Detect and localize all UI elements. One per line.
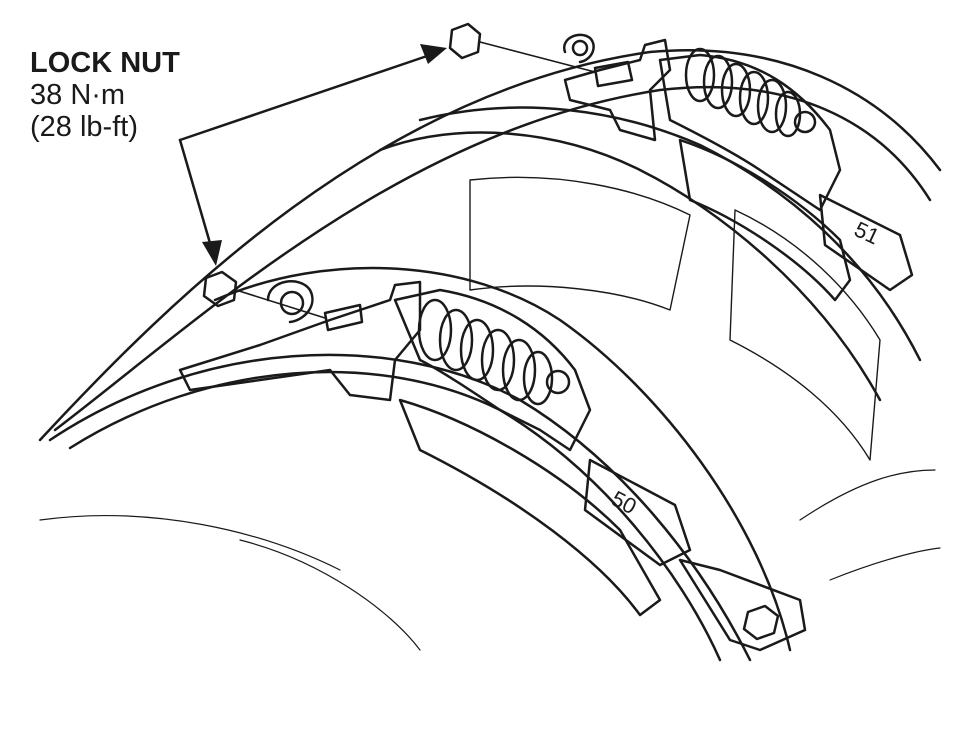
upper-lock-nut (448, 22, 482, 60)
drum-lower-edge (48, 353, 752, 662)
upper-eye (562, 33, 595, 64)
callout-part-name: LOCK NUT (30, 47, 180, 79)
leader-to-lower-nut (178, 138, 214, 252)
upper-boot (684, 47, 802, 138)
lower-left-arc (39, 515, 341, 571)
inner-panel-right (729, 209, 881, 461)
callout-torque-metric: 38 N·m (30, 78, 126, 111)
lower-left-arc-2 (239, 539, 421, 651)
upper-band-strip (678, 138, 852, 302)
drum-lower-edge-2 (68, 370, 722, 662)
upper-eye-hole (571, 39, 589, 57)
bottom-nut (742, 604, 780, 641)
marker-lower-label: 50 (607, 486, 640, 520)
upper-marker-tab (818, 193, 914, 292)
upper-ring (378, 131, 882, 402)
drum-inner-ring (213, 266, 792, 652)
lower-guide-line (235, 289, 326, 319)
upper-bolt-head (793, 110, 817, 134)
arrowhead-upper (420, 44, 447, 64)
upper-bracket (563, 38, 672, 142)
lower-lock-nut (202, 270, 238, 308)
lock-nut-callout: LOCK NUT 38 N·m (28 lb-ft) (30, 47, 180, 144)
lower-bolt-head (545, 369, 571, 395)
inner-panel-left (469, 176, 691, 311)
upper-clamp-band (658, 53, 842, 212)
upper-guide-line (479, 41, 596, 73)
upper-ring-2 (418, 106, 922, 362)
lower-marker-tab (583, 458, 692, 567)
lower-band-strip (398, 398, 662, 617)
marker-upper-label: 51 (851, 216, 884, 249)
lower-clamp-band (393, 288, 592, 452)
lower-bolt (323, 303, 364, 332)
inner-line-2 (829, 547, 941, 581)
upper-bolt (593, 60, 634, 88)
rim-outer-edge (38, 48, 942, 442)
arrowhead-lower (202, 240, 222, 266)
leader-to-upper-nut (178, 53, 432, 142)
rim-inner-edge (53, 85, 932, 432)
lower-eye (266, 280, 314, 324)
inner-line (799, 469, 936, 521)
callout-torque-imperial: (28 lb-ft) (30, 110, 138, 143)
lower-boot (417, 298, 554, 406)
lower-eye-hole (279, 290, 305, 316)
lower-band-end (678, 558, 807, 652)
